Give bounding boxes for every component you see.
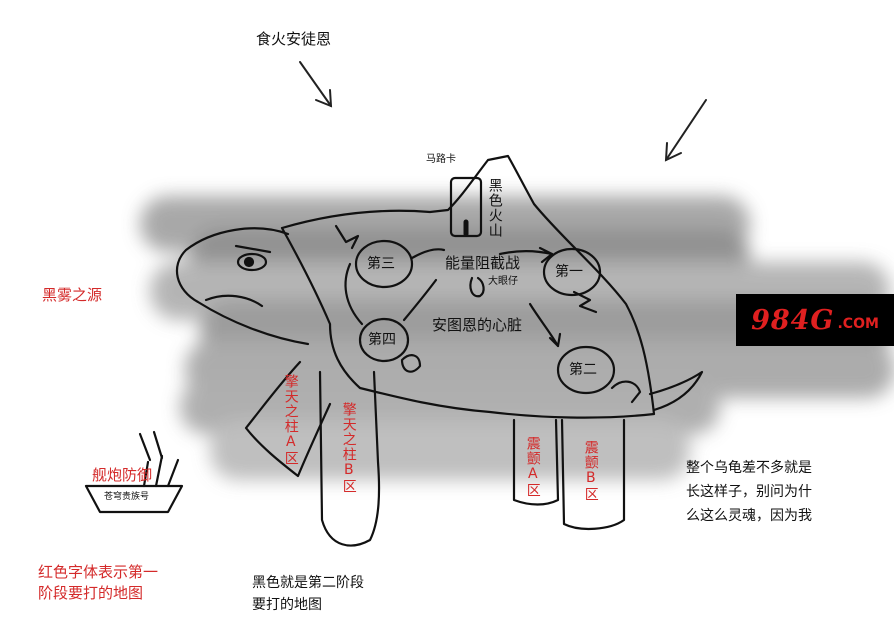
pillar-a-label: 擎天之柱A区 <box>282 374 299 466</box>
zone-fourth-circle <box>358 317 410 363</box>
quake-b-leg <box>560 418 626 531</box>
black-phase2-note: 黑色就是第二阶段要打的地图 <box>252 575 364 613</box>
site-logo: 984G .COM <box>736 294 894 346</box>
black-volcano-label: 黑色火山 <box>486 178 503 238</box>
black-fog-source-label: 黑雾之源 <box>42 286 103 304</box>
quake-a-label: 震颤A区 <box>524 436 541 498</box>
turtle-shell <box>280 154 656 419</box>
ship-hull <box>84 484 184 514</box>
zone-second-circle <box>556 345 616 395</box>
big-eye-sketch <box>469 276 485 298</box>
zone-third-circle <box>354 239 414 289</box>
turtle-head <box>176 227 310 346</box>
zone-third-label: 第三 <box>367 256 395 272</box>
big-eye-label: 大眼仔 <box>488 276 518 287</box>
pillar-b-label: 擎天之柱B区 <box>340 402 357 494</box>
third-monster-sketch <box>334 224 360 250</box>
turtle-eye <box>236 252 268 272</box>
zone-fourth-label: 第四 <box>368 332 396 348</box>
ship-name-label: 苍穹贵族号 <box>104 492 150 502</box>
fourth-monster-sketch <box>400 354 422 373</box>
red-font-note: 红色字体表示第一阶段要打的地图 <box>38 563 159 602</box>
logo-tld-text: .COM <box>837 316 879 332</box>
pillar-a-leg <box>244 360 332 478</box>
zone-second-label: 第二 <box>569 362 597 378</box>
energy-intercept-label: 能量阻截战 <box>445 254 521 272</box>
second-monster-sketch <box>610 380 642 404</box>
turtle-comment-note: 整个乌龟差不多就是长这样子，别问为什么这么灵魂，因为我 <box>686 460 812 524</box>
first-monster-sketch <box>572 290 598 314</box>
maluka-label: 马路卡 <box>426 154 456 165</box>
top-right-arrow <box>664 99 707 162</box>
quake-a-leg <box>512 418 560 506</box>
heart-label: 安图恩的心脏 <box>432 316 523 334</box>
turtle-body <box>84 154 704 547</box>
top-left-arrow <box>299 61 333 108</box>
pillar-b-leg <box>318 370 381 547</box>
logo-main-text: 984G <box>751 304 835 336</box>
cannon-defense-label: 舰炮防御 <box>92 466 153 484</box>
quake-b-label: 震颤B区 <box>582 440 599 502</box>
title-top: 食火安徒恩 <box>256 30 332 48</box>
zone-first-label: 第一 <box>555 264 583 280</box>
zone-first-circle <box>542 247 602 297</box>
black-fog-region <box>140 196 894 480</box>
